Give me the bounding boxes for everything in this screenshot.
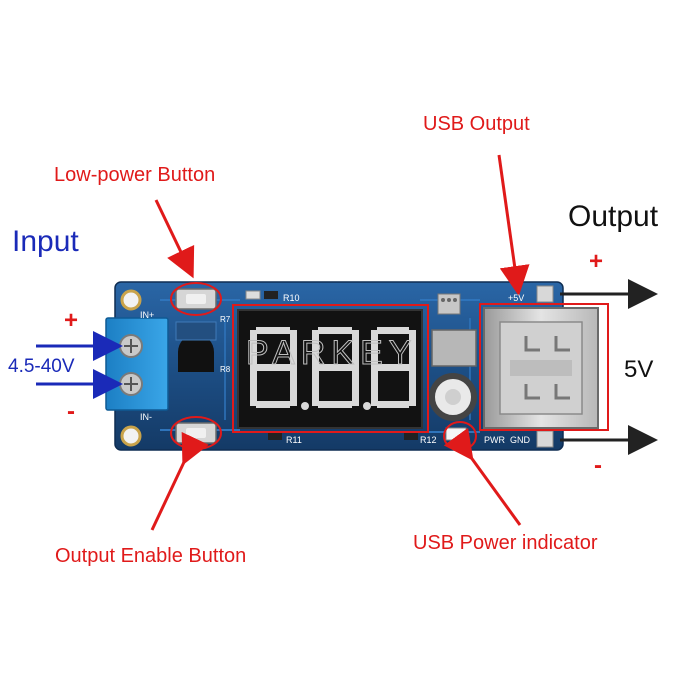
- silk-pwr: PWR: [484, 435, 505, 445]
- silk-r12: R12: [420, 435, 437, 445]
- digit-2: [312, 327, 371, 410]
- output-pad-minus: [536, 430, 554, 448]
- label-input-plus: +: [64, 307, 79, 334]
- highlight-low-power-button: [170, 282, 222, 316]
- arrow-low-power: [154, 199, 195, 279]
- inductor: [431, 329, 477, 367]
- capacitor: [429, 373, 477, 421]
- label-input-title: Input: [12, 225, 79, 258]
- label-input-voltage: 4.5-40V: [8, 356, 75, 377]
- usb-port: [483, 307, 599, 429]
- arrow-usb-output: [497, 154, 530, 296]
- watermark: PARKEY: [246, 334, 417, 372]
- digit-3: [371, 327, 416, 408]
- label-input-minus: -: [67, 398, 75, 425]
- transistor: [178, 334, 214, 372]
- silk-5v: +5V: [508, 293, 524, 303]
- label-low-power-button: Low-power Button: [54, 164, 216, 186]
- silk-in-minus: IN-: [140, 412, 152, 422]
- input-terminal-block: [105, 317, 169, 411]
- output-pad-plus: [536, 285, 554, 303]
- label-output-minus: -: [594, 452, 602, 479]
- mounting-hole: [120, 289, 142, 311]
- arrow-output-enable: [150, 431, 209, 531]
- digit-1: [250, 327, 309, 410]
- seven-segment-display: [237, 309, 423, 429]
- silk-gnd: GND: [510, 435, 531, 445]
- arrow-usb-power: [443, 427, 522, 526]
- silk-r8: R8: [220, 365, 231, 374]
- label-usb-power-indicator: USB Power indicator: [413, 532, 598, 554]
- mounting-hole: [120, 425, 142, 447]
- silk-r7: R7: [220, 315, 231, 324]
- label-usb-output: USB Output: [423, 113, 530, 135]
- label-output-enable-button: Output Enable Button: [55, 545, 247, 567]
- silk-in-plus: IN+: [140, 310, 154, 320]
- label-output-title: Output: [568, 200, 659, 233]
- output-enable-button-part: [175, 422, 217, 444]
- usb-power-led: [445, 427, 467, 441]
- highlight-usb-port: [479, 303, 609, 431]
- silk-r11: R11: [286, 435, 302, 445]
- silk-r10: R10: [283, 293, 300, 303]
- label-output-plus: +: [589, 248, 604, 275]
- low-power-button-part: [175, 288, 217, 310]
- label-output-voltage: 5V: [624, 356, 654, 383]
- highlight-display: [232, 304, 429, 433]
